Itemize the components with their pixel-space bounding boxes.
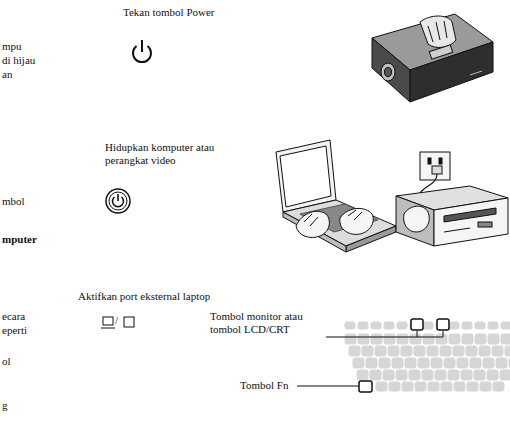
keyboard-key: [488, 334, 499, 344]
keyboard-key: [349, 346, 360, 356]
keyboard-key: [362, 346, 373, 356]
keyboard-key: [475, 322, 485, 329]
keyboard-key: [461, 370, 472, 380]
keyboard-key: [487, 370, 498, 380]
text-label: ecara: [2, 310, 25, 323]
keyboard-key: [467, 382, 478, 391]
text-label: Aktifkan port eksternal laptop: [78, 290, 210, 303]
keyboard-key: [509, 358, 510, 368]
text-label: Tombol monitor atau tombol LCD/CRT: [210, 310, 322, 336]
keyboard-key: [388, 346, 399, 356]
keyboard-key: [358, 334, 369, 344]
keyboard-key: [405, 358, 416, 368]
keyboard-key: [500, 370, 510, 380]
text-label: mpu: [2, 40, 22, 53]
text-label: mputer: [2, 233, 37, 246]
laptop-illustration: [276, 140, 396, 252]
keyboard-key: [505, 346, 510, 356]
keyboard-key: [474, 370, 485, 380]
keyboard-key: [397, 322, 407, 329]
keyboard-key: [431, 358, 442, 368]
keyboard-key: [415, 382, 426, 391]
keyboard-key: [483, 358, 494, 368]
highlighted-key: [359, 381, 372, 392]
power-icon: [133, 40, 151, 62]
keyboard-key: [448, 370, 459, 380]
keyboard-key: [480, 382, 491, 391]
text-label: Hidupkan komputer atau perangkat video: [105, 141, 227, 167]
keyboard-key: [466, 346, 477, 356]
keyboard-key: [353, 358, 364, 368]
keyboard-key: [392, 358, 403, 368]
keyboard-key: [360, 382, 371, 391]
keyboard-key: [435, 370, 446, 380]
keyboard-key: [444, 358, 455, 368]
keyboard-key: [345, 322, 355, 329]
keyboard-key: [454, 382, 465, 391]
keyboard-key: [427, 346, 438, 356]
keyboard-key: [449, 322, 459, 329]
keyboard-key: [401, 346, 412, 356]
keyboard-key: [414, 346, 425, 356]
keyboard-key: [422, 370, 433, 380]
keyboard-key: [453, 346, 464, 356]
projector-illustration: [372, 14, 493, 102]
text-label: ol: [2, 355, 11, 368]
keyboard-key: [384, 322, 394, 329]
keyboard-key: [449, 334, 460, 344]
keyboard-key: [441, 382, 452, 391]
keyboard-key: [409, 370, 420, 380]
keyboard-key: [488, 322, 498, 329]
keyboard-key: [370, 370, 381, 380]
keyboard-key: [357, 370, 368, 380]
keyboard-key: [384, 334, 395, 344]
keyboard-key: [493, 382, 504, 391]
keyboard-key: [379, 358, 390, 368]
keyboard-key: [501, 322, 510, 329]
keyboard-key: [418, 358, 429, 368]
keyboard-key: [440, 346, 451, 356]
text-label: Tekan tombol Power: [123, 6, 215, 19]
text-label: g: [2, 399, 8, 412]
keyboard-key: [397, 334, 408, 344]
text-label: Tombol Fn: [240, 379, 288, 392]
leader-line: [297, 331, 443, 386]
keyboard-key: [496, 358, 507, 368]
highlighted-key: [437, 319, 449, 330]
text-label: eperti: [2, 324, 27, 337]
keyboard-key: [366, 358, 377, 368]
power-button-icon: [106, 189, 130, 213]
keyboard-key: [371, 322, 381, 329]
keyboard-key: [376, 382, 387, 391]
keyboard-key: [470, 358, 481, 368]
keyboard-key: [462, 334, 473, 344]
keyboard-key: [462, 322, 472, 329]
keyboard-key: [402, 382, 413, 391]
text-label: /: [115, 314, 118, 327]
keyboard-key: [389, 382, 400, 391]
keyboard-key: [475, 334, 486, 344]
keyboard-key: [345, 334, 356, 344]
text-label: mbol: [2, 195, 25, 208]
keyboard-key: [396, 370, 407, 380]
keyboard-key: [371, 334, 382, 344]
keyboard-key: [457, 358, 468, 368]
text-label: an: [2, 68, 12, 81]
keyboard-key: [428, 382, 439, 391]
keyboard-key: [358, 322, 368, 329]
keyboard-key: [436, 334, 447, 344]
keyboard-key: [423, 322, 433, 329]
keyboard-key: [479, 346, 490, 356]
keyboard-key: [501, 334, 510, 344]
keyboard-key: [492, 346, 503, 356]
vcr-illustration: [396, 186, 508, 246]
keyboard-key: [383, 370, 394, 380]
text-label: di hijau: [2, 54, 35, 67]
keyboard-key: [423, 334, 434, 344]
keyboard-illustration: [345, 319, 510, 392]
keyboard-key: [375, 346, 386, 356]
highlighted-key: [411, 319, 423, 330]
keyboard-key: [410, 334, 421, 344]
